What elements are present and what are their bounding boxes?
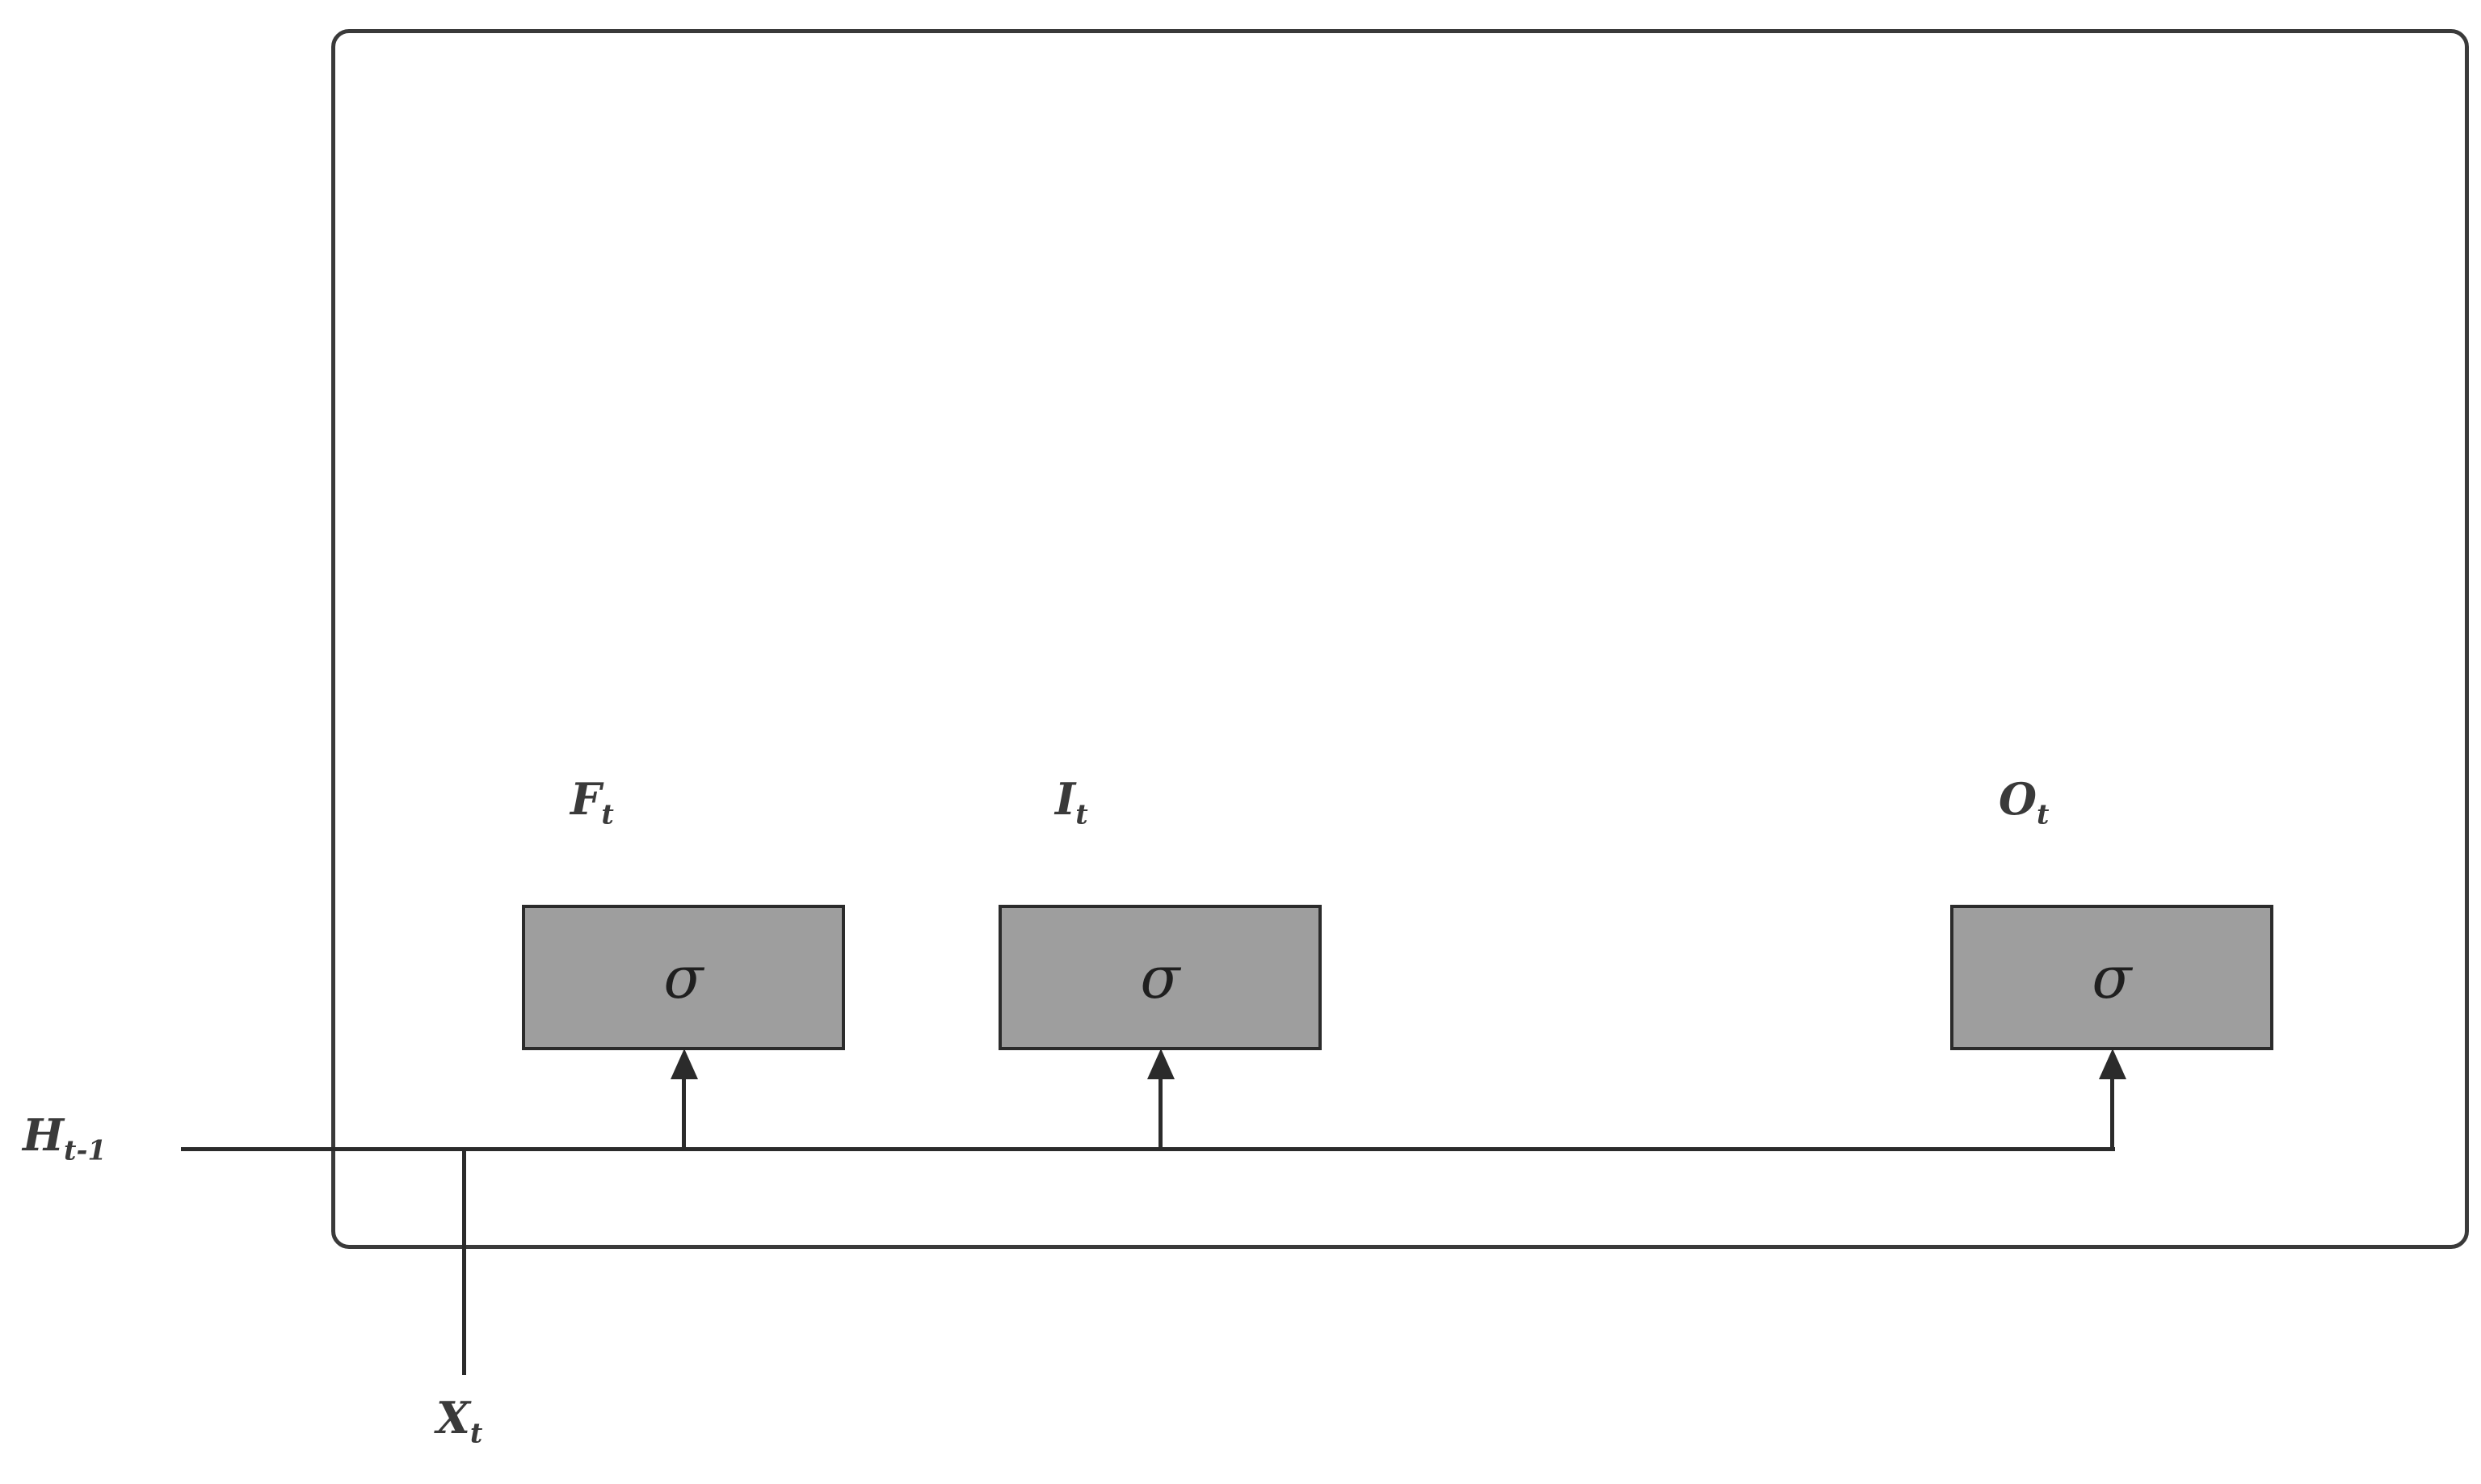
sigma-symbol: σ xyxy=(2092,944,2132,1011)
sigma-symbol: σ xyxy=(663,944,704,1011)
input-gate-box: σ xyxy=(999,905,1322,1050)
input-vector-label-main: X xyxy=(436,1392,470,1444)
output-gate-box: σ xyxy=(1950,905,2273,1050)
output-gate-label: Ot xyxy=(1999,777,2050,828)
forget-gate-box: σ xyxy=(522,905,845,1050)
input-gate-label: It xyxy=(1055,777,1088,828)
input-gate-arrowhead-icon xyxy=(1147,1049,1175,1079)
input-gate-label-sub: t xyxy=(1075,798,1088,830)
input-gate-arrow-stem xyxy=(1159,1073,1163,1150)
forget-gate-arrowhead-icon xyxy=(671,1049,698,1079)
output-gate-label-sub: t xyxy=(2037,798,2050,830)
forget-gate-label-main: F xyxy=(570,773,602,825)
hidden-state-line xyxy=(181,1147,2115,1151)
input-vector-label-sub: t xyxy=(469,1417,483,1449)
output-gate-arrowhead-icon xyxy=(2099,1049,2126,1079)
input-gate-label-main: I xyxy=(1055,773,1076,825)
input-vector-line xyxy=(462,1147,466,1375)
hidden-state-label-main: H xyxy=(23,1109,65,1161)
forget-gate-label: Ft xyxy=(570,777,614,828)
lstm-cell-border xyxy=(331,29,2469,1249)
forget-gate-label-sub: t xyxy=(601,798,614,830)
input-vector-label: Xt xyxy=(436,1396,482,1447)
hidden-state-label: Ht-1 xyxy=(23,1113,107,1164)
forget-gate-arrow-stem xyxy=(682,1073,686,1150)
output-gate-label-main: O xyxy=(1999,773,2037,825)
hidden-state-label-sub: t-1 xyxy=(64,1134,107,1167)
sigma-symbol: σ xyxy=(1140,944,1180,1011)
output-gate-arrow-stem xyxy=(2110,1073,2114,1150)
